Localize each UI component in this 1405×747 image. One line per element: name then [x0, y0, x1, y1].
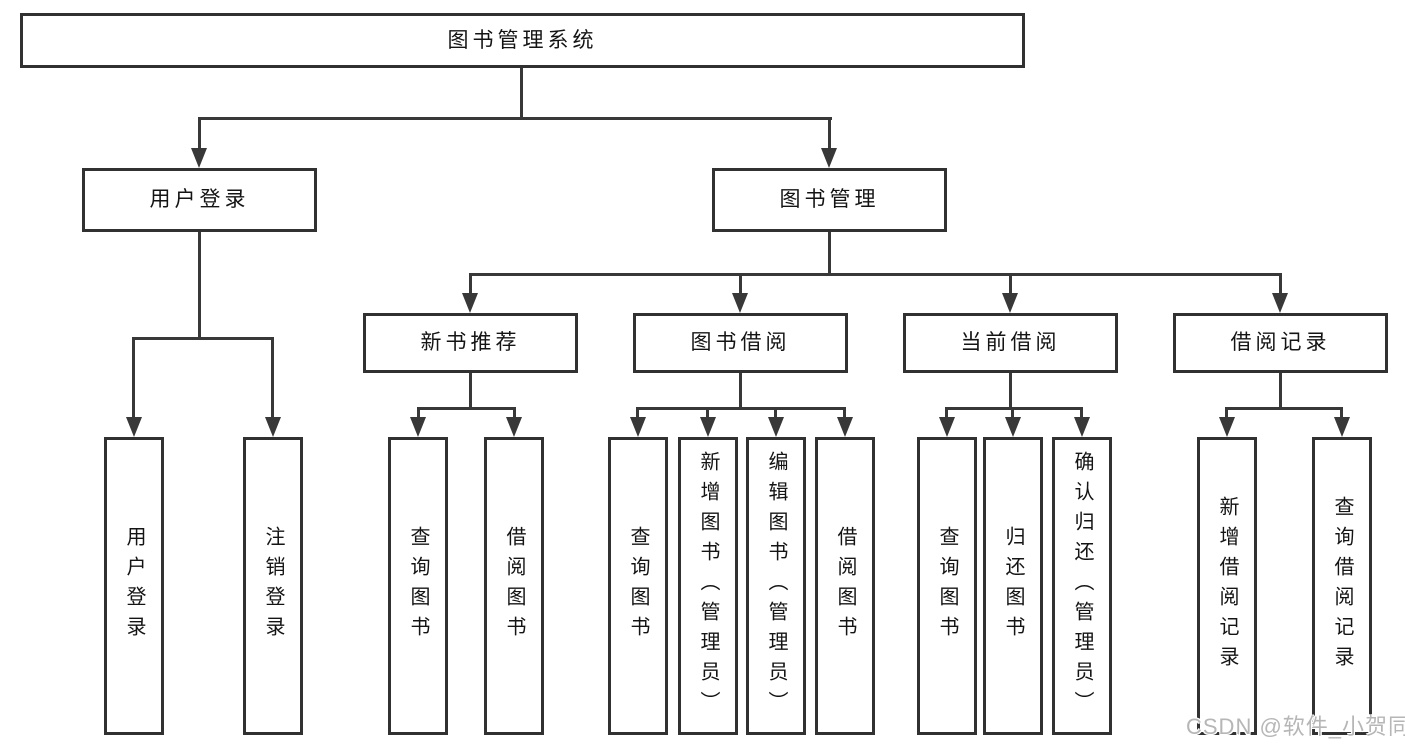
connector-line: [636, 407, 639, 419]
node-new-book-recommendation: 新书推荐: [363, 313, 578, 373]
connector-line: [469, 273, 472, 295]
connector-arrowhead: [191, 148, 207, 168]
node-user-login-action: 用户登录: [104, 437, 164, 735]
connector-line: [1009, 373, 1012, 407]
node-query-borrow-record: 查询借阅记录: [1312, 437, 1372, 735]
connector-arrowhead: [732, 293, 748, 313]
connector-line: [945, 407, 1083, 410]
node-user-login: 用户登录: [82, 168, 317, 232]
node-borrowing-records: 借阅记录: [1173, 313, 1388, 373]
connector-arrowhead: [1074, 417, 1090, 437]
node-current-borrowing: 当前借阅: [903, 313, 1118, 373]
connector-arrowhead: [1219, 417, 1235, 437]
connector-line: [1011, 407, 1014, 419]
connector-line: [1279, 273, 1282, 295]
connector-line: [945, 407, 948, 419]
connector-arrowhead: [837, 417, 853, 437]
node-add-borrow-record: 新增借阅记录: [1197, 437, 1257, 735]
node-add-book-admin: 新增图书（管理员）: [678, 437, 738, 735]
connector-line: [636, 407, 846, 410]
connector-line: [1009, 273, 1012, 295]
connector-line: [198, 117, 201, 151]
node-query-books-borrowing: 查询图书: [608, 437, 668, 735]
node-book-management: 图书管理: [712, 168, 947, 232]
node-borrow-books-borrowing: 借阅图书: [815, 437, 875, 735]
node-book-management-system: 图书管理系统: [20, 13, 1025, 68]
node-query-books-recommend: 查询图书: [388, 437, 448, 735]
node-query-books-current: 查询图书: [917, 437, 977, 735]
connector-line: [828, 232, 831, 273]
connector-arrowhead: [630, 417, 646, 437]
connector-arrowhead: [700, 417, 716, 437]
connector-line: [774, 407, 777, 419]
connector-line: [1225, 407, 1343, 410]
connector-line: [132, 337, 135, 419]
connector-line: [417, 407, 420, 419]
connector-arrowhead: [1334, 417, 1350, 437]
connector-line: [1225, 407, 1228, 419]
connector-arrowhead: [1002, 293, 1018, 313]
connector-arrowhead: [1272, 293, 1288, 313]
connector-arrowhead: [939, 417, 955, 437]
connector-line: [417, 407, 516, 410]
connector-line: [198, 232, 201, 337]
connector-line: [132, 337, 274, 340]
connector-arrowhead: [126, 417, 142, 437]
connector-line: [706, 407, 709, 419]
connector-line: [1279, 373, 1282, 407]
node-confirm-return-admin: 确认归还（管理员）: [1052, 437, 1112, 735]
connector-arrowhead: [410, 417, 426, 437]
connector-line: [469, 273, 1281, 276]
connector-line: [469, 373, 472, 407]
connector-arrowhead: [768, 417, 784, 437]
node-edit-book-admin: 编辑图书（管理员）: [746, 437, 806, 735]
node-logout: 注销登录: [243, 437, 303, 735]
connector-line: [843, 407, 846, 419]
connector-line: [513, 407, 516, 419]
connector-line: [828, 117, 831, 151]
connector-line: [1340, 407, 1343, 419]
connector-line: [739, 373, 742, 407]
node-book-borrowing: 图书借阅: [633, 313, 848, 373]
connector-arrowhead: [506, 417, 522, 437]
connector-line: [198, 117, 832, 120]
connector-arrowhead: [821, 148, 837, 168]
connector-arrowhead: [265, 417, 281, 437]
node-return-book: 归还图书: [983, 437, 1043, 735]
connector-arrowhead: [462, 293, 478, 313]
node-borrow-books-recommend: 借阅图书: [484, 437, 544, 735]
csdn-watermark: CSDN @软件_小贺同学: [1186, 714, 1405, 739]
connector-line: [520, 68, 523, 117]
connector-arrowhead: [1005, 417, 1021, 437]
connector-line: [1080, 407, 1083, 419]
connector-line: [271, 337, 274, 419]
connector-line: [739, 273, 742, 295]
